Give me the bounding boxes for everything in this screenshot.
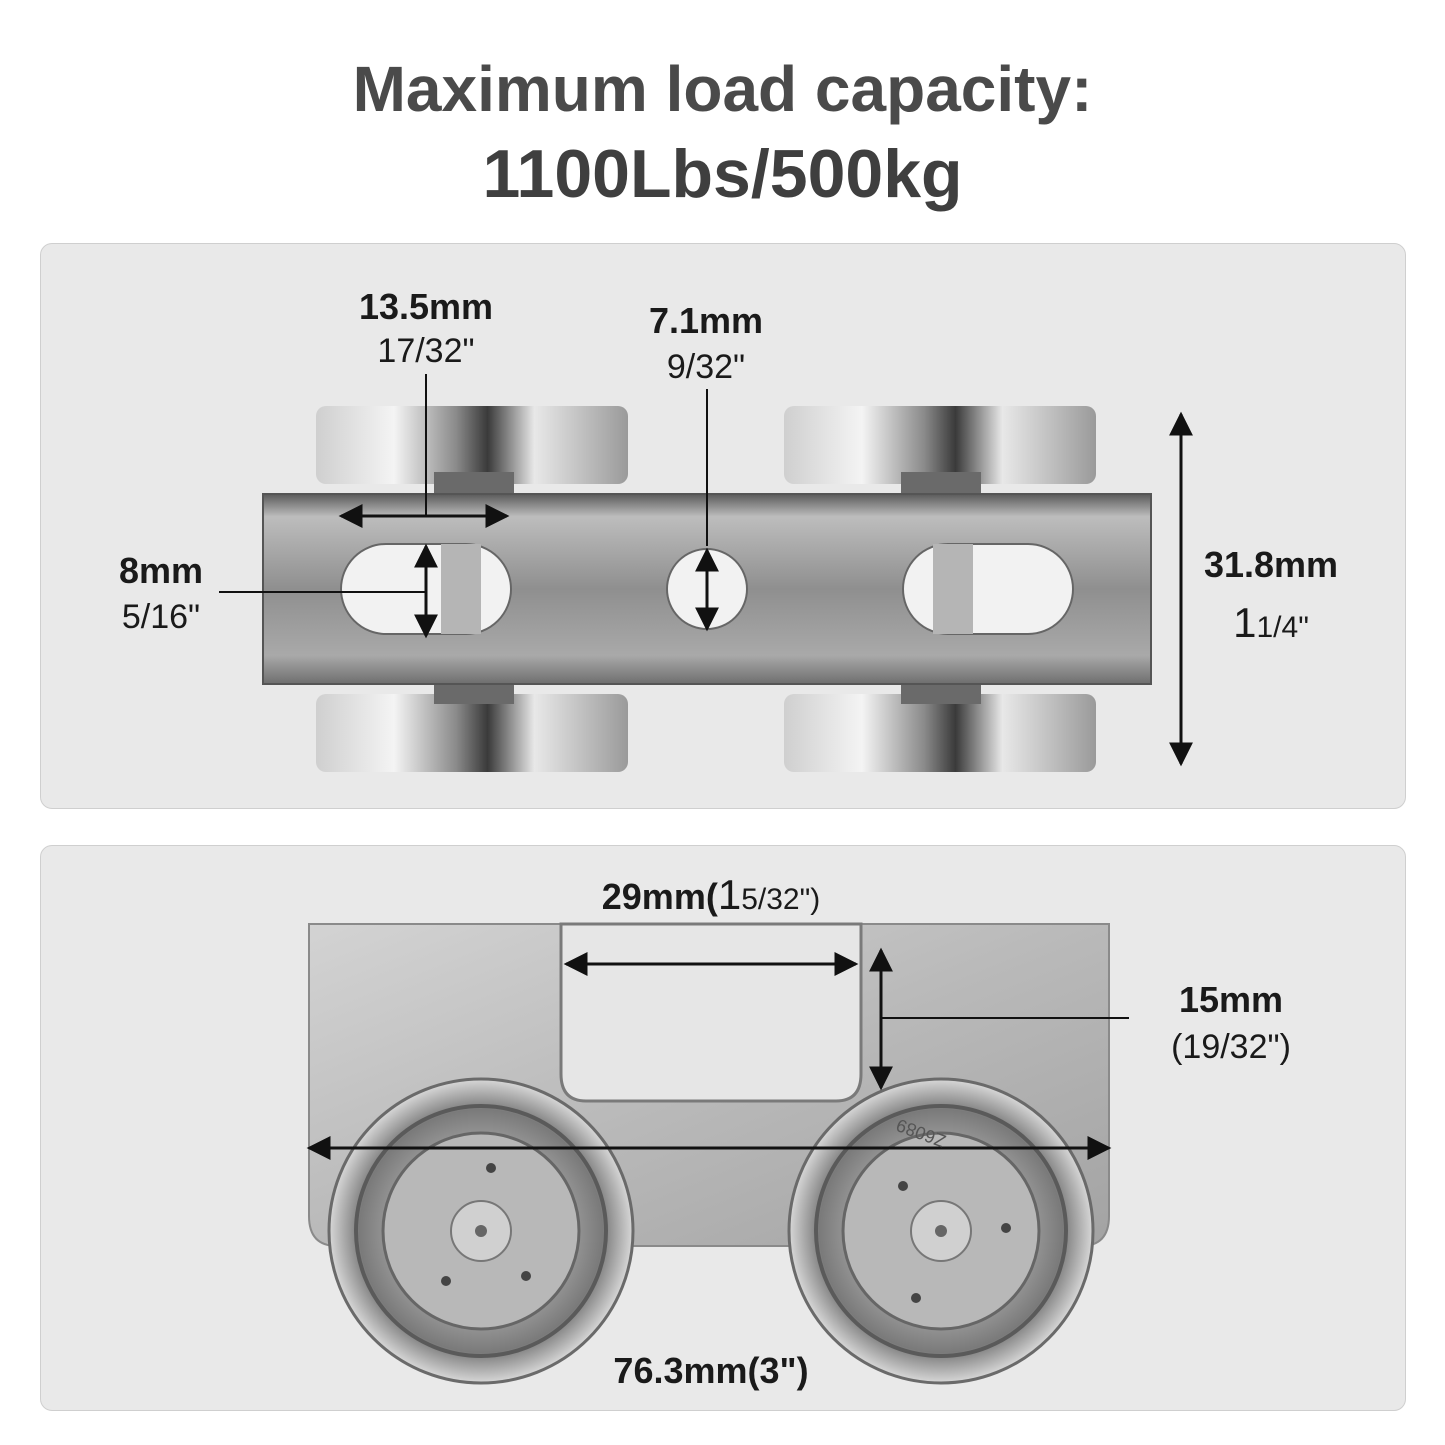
dim-length: 76.3mm(3") [613, 1350, 809, 1391]
dim-depth-in: (19/32") [1171, 1028, 1291, 1066]
dim-hole-in: 9/32" [666, 348, 746, 386]
wheel-top-left [316, 406, 628, 484]
dim-width-mm: 13.5mm [358, 286, 494, 327]
wheel-bottom-left [316, 694, 628, 772]
dim-depth-mm: 15mm [1178, 979, 1284, 1020]
title-line-1: Maximum load capacity: [352, 53, 1093, 125]
slot-right [902, 543, 1074, 635]
top-view-panel: 13.5mm 17/32" 7.1mm 9/32" 8mm 5/16" 31.8… [40, 243, 1406, 809]
dim-slot-mm: 8mm [118, 550, 204, 591]
bearing-left [327, 1077, 635, 1385]
wheel-bottom-right [784, 694, 1096, 772]
front-view-illustration [306, 922, 1129, 1385]
dim-width-in: 17/32" [377, 332, 475, 370]
plate-cutout [559, 922, 863, 1103]
top-view-illustration [219, 374, 1193, 772]
title-line-2: 1100Lbs/500kg [482, 136, 963, 212]
front-view-panel: 29mm(15/32") 15mm (19/32") 76.3mm(3") Z6… [40, 845, 1406, 1411]
dim-hole-mm: 7.1mm [648, 300, 764, 341]
dim-slot-in: 5/16" [121, 598, 201, 636]
dim-height-in: 11/4" [1233, 599, 1309, 646]
wheel-top-right [784, 406, 1096, 484]
dim-opening: 29mm(15/32") [601, 871, 821, 918]
dim-height-mm: 31.8mm [1203, 544, 1339, 585]
